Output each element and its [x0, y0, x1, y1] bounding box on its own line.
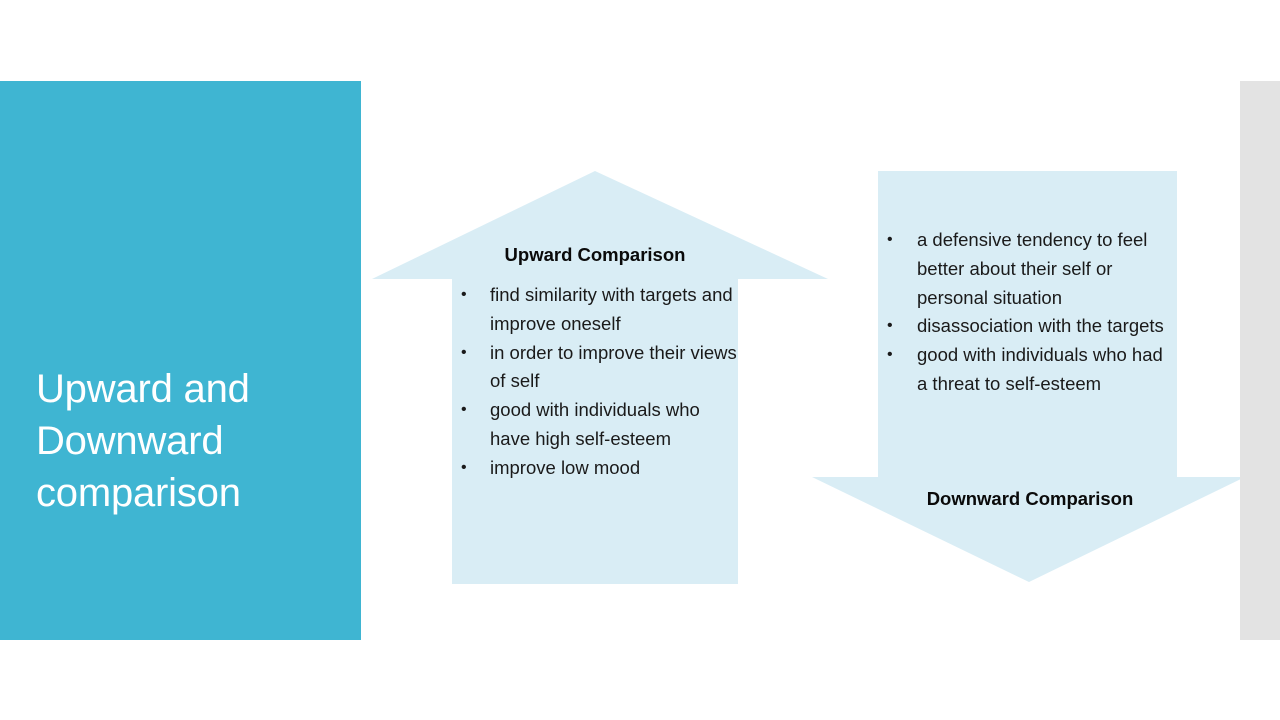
downward-comparison-block: a defensive tendency to feel better abou…	[878, 226, 1178, 399]
list-item: a defensive tendency to feel better abou…	[878, 226, 1178, 312]
downward-comparison-list: a defensive tendency to feel better abou…	[878, 226, 1178, 399]
list-item: in order to improve their views of self	[452, 339, 738, 397]
upward-comparison-heading: Upward Comparison	[504, 244, 686, 265]
list-item: disassociation with the targets	[878, 312, 1178, 341]
right-edge-strip	[1240, 81, 1280, 640]
downward-comparison-heading: Downward Comparison	[926, 488, 1134, 509]
list-item: find similarity with targets and improve…	[452, 281, 738, 339]
upward-comparison-block: Upward Comparison find similarity with t…	[452, 243, 738, 483]
list-item: good with individuals who have high self…	[452, 396, 738, 454]
upward-comparison-list: find similarity with targets and improve…	[452, 281, 738, 483]
title-panel: Upward and Downward comparison	[0, 81, 361, 640]
page-title: Upward and Downward comparison	[36, 367, 250, 515]
list-item: good with individuals who had a threat t…	[878, 341, 1178, 399]
list-item: improve low mood	[452, 454, 738, 483]
